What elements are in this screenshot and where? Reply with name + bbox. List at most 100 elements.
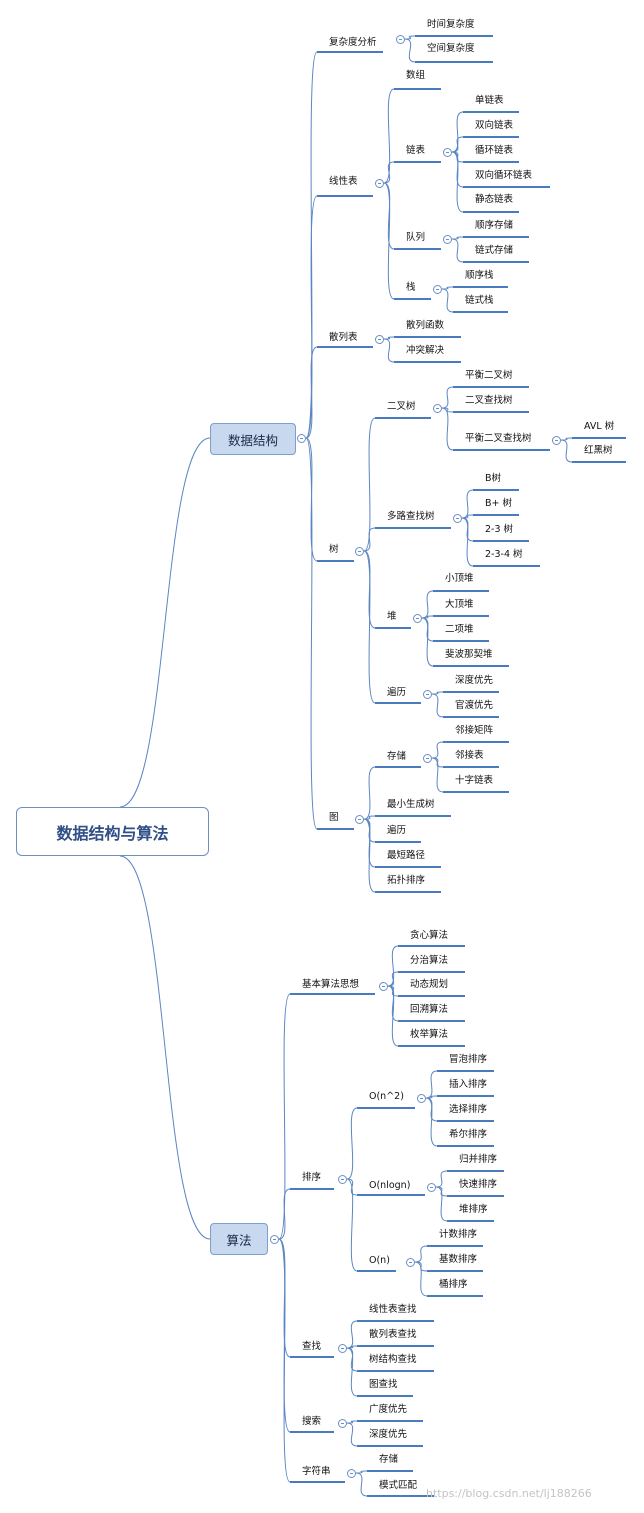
node-linear[interactable]: 线性表: [329, 176, 358, 187]
node-cross-list[interactable]: 十字链表: [455, 775, 494, 786]
node-heapsort[interactable]: 堆排序: [459, 1204, 488, 1215]
collapse-toggle-icon[interactable]: [416, 1093, 426, 1103]
collapse-toggle-icon[interactable]: [422, 753, 432, 763]
node-traverse[interactable]: 遍历: [387, 687, 407, 698]
node-s-store[interactable]: 存储: [379, 1454, 399, 1465]
node-adj-matrix[interactable]: 邻接矩阵: [455, 725, 494, 736]
node-dcircular[interactable]: 双向循环链表: [475, 170, 533, 181]
node-counting[interactable]: 计数排序: [439, 1229, 478, 1240]
node-bfs-t[interactable]: 官渡优先: [455, 700, 494, 711]
collapse-toggle-icon[interactable]: [432, 284, 442, 294]
node-hash[interactable]: 散列表: [329, 332, 358, 343]
node-min-heap[interactable]: 小顶堆: [445, 573, 474, 584]
node-binomial[interactable]: 二项堆: [445, 624, 474, 635]
node-rb[interactable]: 红黑树: [584, 445, 613, 456]
node-seq-store[interactable]: 顺序存储: [475, 220, 514, 231]
node-bst[interactable]: 二叉查找树: [465, 395, 513, 406]
node-chain-stack[interactable]: 链式栈: [465, 295, 494, 306]
main-node-algorithms[interactable]: 算法: [210, 1223, 268, 1255]
node-conflict[interactable]: 冲突解决: [406, 345, 445, 356]
collapse-toggle-icon[interactable]: [296, 433, 306, 443]
node-multiway[interactable]: 多路查找树: [387, 511, 435, 522]
node-fib[interactable]: 斐波那契堆: [445, 649, 493, 660]
collapse-toggle-icon[interactable]: [452, 513, 462, 523]
collapse-toggle-icon[interactable]: [378, 981, 388, 991]
collapse-toggle-icon[interactable]: [269, 1234, 279, 1244]
node-bplus[interactable]: B+ 树: [485, 498, 512, 509]
node-search[interactable]: 查找: [302, 1341, 322, 1352]
node-t23[interactable]: 2-3 树: [485, 524, 514, 535]
collapse-toggle-icon[interactable]: [354, 546, 364, 556]
root-node[interactable]: 数据结构与算法: [16, 807, 209, 856]
node-tree[interactable]: 树: [329, 544, 339, 555]
node-balanced-bt[interactable]: 平衡二叉树: [465, 370, 513, 381]
node-adj-list[interactable]: 邻接表: [455, 750, 484, 761]
node-bucket[interactable]: 桶排序: [439, 1279, 468, 1290]
collapse-toggle-icon[interactable]: [442, 234, 452, 244]
node-quick[interactable]: 快速排序: [459, 1179, 498, 1190]
node-shell[interactable]: 希尔排序: [449, 1129, 488, 1140]
node-g-traverse[interactable]: 遍历: [387, 825, 407, 836]
node-g-store[interactable]: 存储: [387, 751, 407, 762]
node-divide[interactable]: 分治算法: [410, 955, 449, 966]
collapse-toggle-icon[interactable]: [395, 34, 405, 44]
node-onlogn[interactable]: O(nlogn): [369, 1180, 411, 1191]
node-linear-search[interactable]: 线性表查找: [369, 1304, 417, 1315]
node-enumerate[interactable]: 枚举算法: [410, 1029, 449, 1040]
node-graph-search[interactable]: 图查找: [369, 1379, 398, 1390]
node-sort[interactable]: 排序: [302, 1172, 322, 1183]
node-on2[interactable]: O(n^2): [369, 1091, 404, 1102]
node-array[interactable]: 数组: [406, 70, 426, 81]
node-singly[interactable]: 单链表: [475, 95, 504, 106]
node-mst[interactable]: 最小生成树: [387, 799, 435, 810]
node-on[interactable]: O(n): [369, 1255, 390, 1266]
node-shortest[interactable]: 最短路径: [387, 850, 426, 861]
node-hash-fn[interactable]: 散列函数: [406, 320, 445, 331]
main-node-data-structures[interactable]: 数据结构: [210, 423, 296, 455]
node-queue[interactable]: 队列: [406, 232, 426, 243]
node-topo[interactable]: 拓扑排序: [387, 875, 426, 886]
node-radix[interactable]: 基数排序: [439, 1254, 478, 1265]
node-bubble[interactable]: 冒泡排序: [449, 1054, 488, 1065]
node-searching[interactable]: 搜索: [302, 1416, 322, 1427]
collapse-toggle-icon[interactable]: [374, 334, 384, 344]
node-selection[interactable]: 选择排序: [449, 1104, 488, 1115]
node-dfs[interactable]: 深度优先: [369, 1429, 408, 1440]
collapse-toggle-icon[interactable]: [422, 689, 432, 699]
collapse-toggle-icon[interactable]: [337, 1343, 347, 1353]
node-btree[interactable]: B树: [485, 473, 502, 484]
collapse-toggle-icon[interactable]: [426, 1182, 436, 1192]
node-chain-store[interactable]: 链式存储: [475, 245, 514, 256]
collapse-toggle-icon[interactable]: [442, 147, 452, 157]
node-linked[interactable]: 链表: [406, 145, 426, 156]
node-circular[interactable]: 循环链表: [475, 145, 514, 156]
node-complexity[interactable]: 复杂度分析: [329, 37, 377, 48]
node-stack[interactable]: 栈: [406, 282, 416, 293]
node-dfs-t[interactable]: 深度优先: [455, 675, 494, 686]
node-dp[interactable]: 动态规划: [410, 979, 449, 990]
node-greedy[interactable]: 贪心算法: [410, 930, 449, 941]
node-seq-stack[interactable]: 顺序栈: [465, 270, 494, 281]
collapse-toggle-icon[interactable]: [337, 1174, 347, 1184]
node-avl[interactable]: AVL 树: [584, 421, 615, 432]
node-bfs[interactable]: 广度优先: [369, 1404, 408, 1415]
node-time-c[interactable]: 时间复杂度: [427, 19, 475, 30]
node-static[interactable]: 静态链表: [475, 194, 514, 205]
collapse-toggle-icon[interactable]: [337, 1418, 347, 1428]
collapse-toggle-icon[interactable]: [346, 1468, 356, 1478]
collapse-toggle-icon[interactable]: [412, 613, 422, 623]
node-merge[interactable]: 归并排序: [459, 1154, 498, 1165]
node-string[interactable]: 字符串: [302, 1466, 331, 1477]
collapse-toggle-icon[interactable]: [374, 178, 384, 188]
node-space-c[interactable]: 空间复杂度: [427, 43, 475, 54]
node-insertion[interactable]: 插入排序: [449, 1079, 488, 1090]
collapse-toggle-icon[interactable]: [405, 1257, 415, 1267]
node-backtrack[interactable]: 回溯算法: [410, 1004, 449, 1015]
node-hash-search[interactable]: 散列表查找: [369, 1329, 417, 1340]
node-t234[interactable]: 2-3-4 树: [485, 549, 523, 560]
node-basic-ideas[interactable]: 基本算法思想: [302, 979, 360, 990]
node-pattern[interactable]: 模式匹配: [379, 1480, 418, 1491]
node-max-heap[interactable]: 大顶堆: [445, 599, 474, 610]
node-graph[interactable]: 图: [329, 812, 339, 823]
node-heap[interactable]: 堆: [387, 611, 397, 622]
